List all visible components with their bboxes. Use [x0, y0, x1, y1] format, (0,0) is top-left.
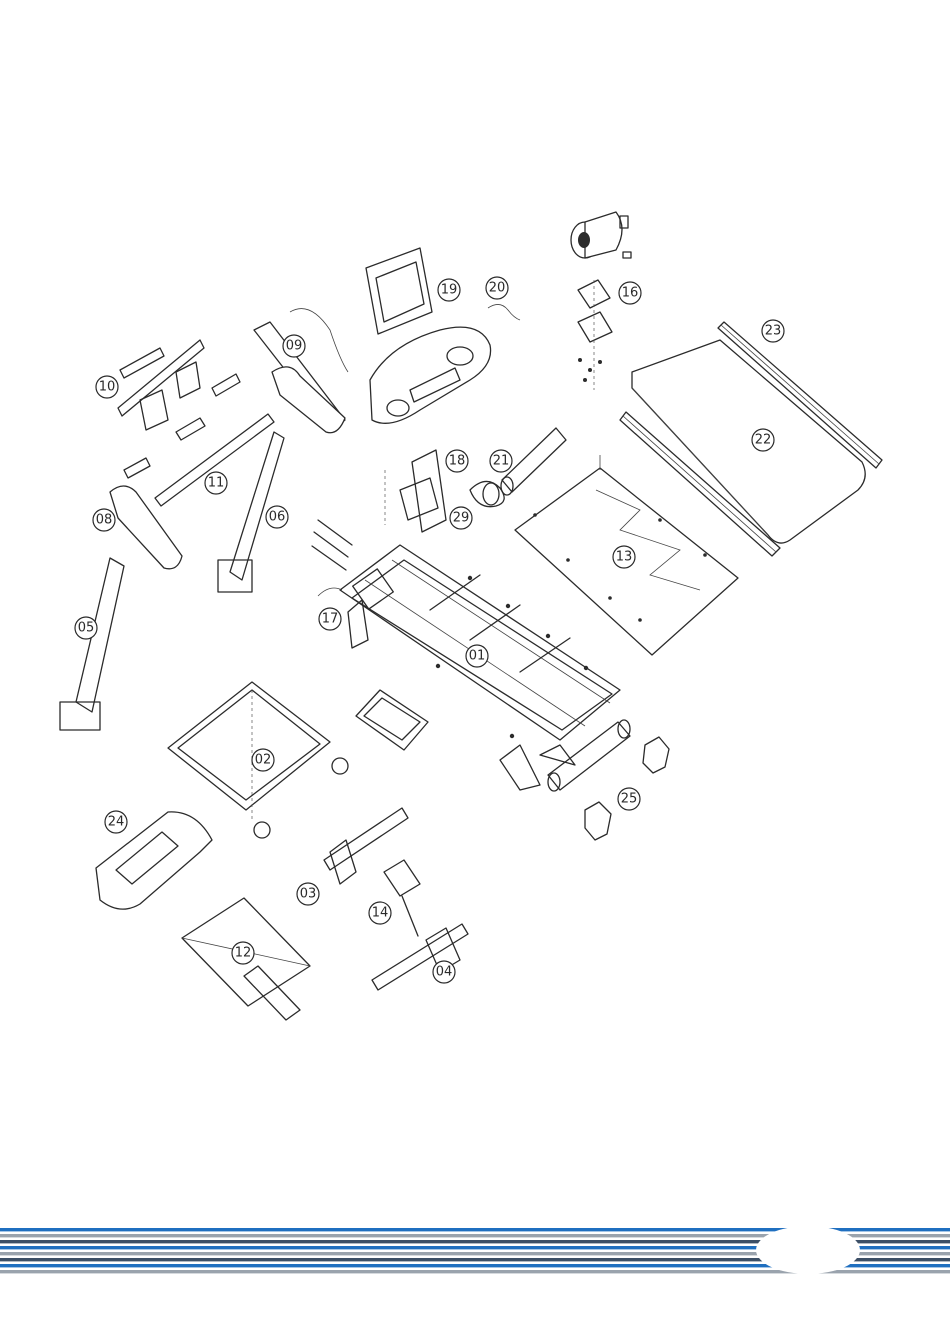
part-deck-cover	[632, 340, 865, 543]
callout-number: 05	[78, 621, 95, 636]
callout-12: 12	[232, 942, 254, 964]
callout-01: 01	[466, 645, 488, 667]
callout-21: 21	[490, 450, 512, 472]
part-handrail-bracket	[118, 340, 204, 430]
footer-stripes	[0, 1224, 950, 1284]
callout-29: 29	[450, 507, 472, 529]
callout-22: 22	[752, 429, 774, 451]
part-console	[366, 248, 491, 423]
callout-number: 13	[616, 550, 633, 565]
page-number-badge	[756, 1226, 860, 1274]
callout-04: 04	[433, 961, 455, 983]
callout-20: 20	[486, 277, 508, 299]
callout-number: 18	[449, 454, 466, 469]
callout-23: 23	[762, 320, 784, 342]
part-cables-17	[312, 520, 352, 596]
callout-17: 17	[319, 608, 341, 630]
callout-03: 03	[297, 883, 319, 905]
part-left-upright	[60, 558, 124, 730]
callout-05: 05	[75, 617, 97, 639]
callout-number: 21	[493, 454, 510, 469]
callout-14: 14	[369, 902, 391, 924]
callout-11: 11	[205, 472, 227, 494]
callout-09: 09	[283, 335, 305, 357]
part-motor-tray	[356, 690, 428, 750]
callout-number: 06	[269, 510, 286, 525]
callout-24: 24	[105, 811, 127, 833]
callout-02: 02	[252, 749, 274, 771]
part-lower-bracket	[372, 924, 468, 990]
callout-number: 24	[108, 815, 125, 830]
callout-number: 14	[372, 906, 389, 921]
callout-06: 06	[266, 506, 288, 528]
callout-number: 29	[453, 511, 470, 526]
callout-number: 11	[208, 476, 225, 491]
callout-number: 01	[469, 649, 486, 664]
callout-18: 18	[446, 450, 468, 472]
callout-08: 08	[93, 509, 115, 531]
part-rear-roller	[548, 720, 669, 840]
callout-19: 19	[438, 279, 460, 301]
part-front-roller	[470, 428, 566, 507]
callout-number: 23	[765, 324, 782, 339]
callout-10: 10	[96, 376, 118, 398]
callout-number: 02	[255, 753, 272, 768]
callout-16: 16	[619, 282, 641, 304]
callout-number: 10	[99, 380, 116, 395]
part-handlebar-tube	[124, 374, 274, 506]
callout-number: 19	[441, 283, 458, 298]
part-controller	[385, 450, 446, 532]
part-lift-motor	[384, 860, 420, 936]
callout-number: 03	[300, 887, 317, 902]
part-main-frame	[340, 545, 620, 790]
part-cable-20	[488, 304, 520, 320]
callout-number: 25	[621, 792, 638, 807]
callout-number: 17	[322, 612, 339, 627]
callout-13: 13	[613, 546, 635, 568]
callout-number: 09	[286, 339, 303, 354]
callout-number: 16	[622, 286, 639, 301]
callout-number: 08	[96, 513, 113, 528]
callout-number: 12	[235, 946, 252, 961]
callout-number: 22	[755, 433, 772, 448]
callout-number: 04	[436, 965, 453, 980]
callout-number: 20	[489, 281, 506, 296]
callout-25: 25	[618, 788, 640, 810]
